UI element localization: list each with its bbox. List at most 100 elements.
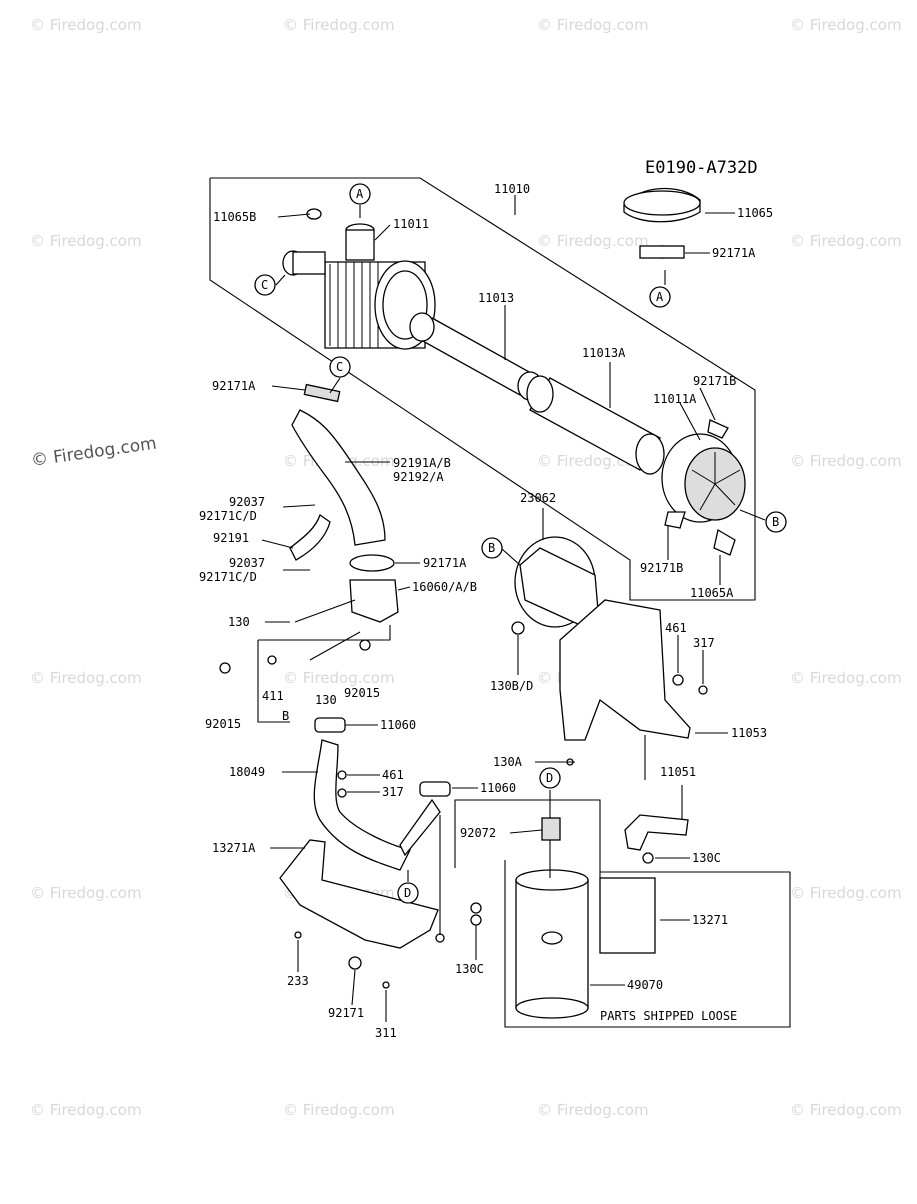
watermark: © Firedog.com [30,669,142,687]
part-label: 461 [382,768,404,782]
nut [382,981,390,989]
filter-element-safety [526,375,665,475]
part-label: 92171A [423,556,467,570]
part-label: 233 [287,974,309,988]
cover-panel [599,877,656,954]
part-label: 11060 [380,718,416,732]
callouts: A C C A B B D D [254,183,787,904]
gasket [314,717,346,733]
watermark: © Firedog.com [790,884,902,902]
part-label: 11065 [737,206,773,220]
part-label: 411 [262,689,284,703]
part-label: 92037 [229,556,265,570]
part-labels: 11010 11065B 11011 11065 92171A 11013 11… [199,182,773,1040]
part-label: 311 [375,1026,397,1040]
part-label: 11011A [653,392,697,406]
nut [359,639,371,651]
part-label: 317 [693,636,715,650]
watermark: © Firedog.com [790,232,902,250]
callout-letter: B [488,541,495,555]
part-label: 130 [228,615,250,629]
part-label: 11013 [478,291,514,305]
watermark: © Firedog.com [30,16,142,34]
loose-box [504,860,791,1028]
part-label: 11065A [690,586,734,600]
part-label: 92171B [693,374,736,388]
breather-hose [289,513,331,561]
part-label: 92015 [205,717,241,731]
part-label: 130B/D [490,679,533,693]
part-label: 11010 [494,182,530,196]
part-label: 11013A [582,346,626,360]
mounting-bracket [559,599,691,741]
muffler [515,817,589,1019]
rain-cap [623,187,701,259]
part-label: 317 [382,785,404,799]
part-label: 16060/A/B [412,580,477,594]
callout-letter: A [356,187,364,201]
intake-elbow [349,579,399,623]
part-label: 92072 [460,826,496,840]
bolt [294,931,302,939]
bolt-head [470,902,482,914]
watermark: © Firedog.com [283,669,395,687]
bolt [294,599,356,623]
part-label: 130C [455,962,484,976]
washer [267,655,277,665]
bracket-b [257,640,290,723]
nut [435,933,445,943]
callout-letter: C [336,360,343,374]
washer [672,674,684,686]
diagram-code: E0190-A732D [645,158,758,178]
part-label: 130A [493,755,523,769]
heat-guard [279,839,439,949]
hose-clamp-lower [349,554,395,572]
fan-shroud [514,536,599,628]
clamp [348,956,362,970]
bolt-head [470,914,482,926]
part-label: 18049 [229,765,265,779]
watermark: © Firedog.com [790,16,902,34]
part-label: 130C [692,851,721,865]
watermark: © Firedog.com [283,16,395,34]
gasket [419,781,451,797]
nut [337,788,347,798]
part-label: 11051 [660,765,696,779]
watermark: © Firedog.com [537,16,649,34]
box-note: PARTS SHIPPED LOOSE [600,1009,737,1023]
part-label: 92037 [229,495,265,509]
watermark: © Firedog.com [790,452,902,470]
watermark: © Firedog.com [283,1101,395,1119]
nut [698,685,708,695]
bolt [309,631,361,661]
watermark: © Firedog.com [30,232,142,250]
intake-hose [291,409,386,546]
watermark: © Firedog.com [537,232,649,250]
watermark: © Firedog.com [30,884,142,902]
part-label: 92171A [712,246,756,260]
part-label: 92191 [213,531,249,545]
part-label: 92171B [640,561,683,575]
part-label: 11011 [393,217,429,231]
exhaust-branch [399,798,441,857]
watermark: © Firedog.com [537,1101,649,1119]
watermark: © Firedog.com [30,1101,142,1119]
part-label: 13271A [212,841,256,855]
assembly-outline [209,177,756,601]
callout-letter: A [656,290,664,304]
callout-letter: D [404,886,411,900]
leader-lines [261,195,766,1022]
part-label: 92015 [344,686,380,700]
watermark: © Firedog.com [790,1101,902,1119]
part-label: 49070 [627,978,663,992]
loose-box-top [454,799,601,878]
washer [337,770,347,780]
bolt-head [511,621,525,635]
part-label: 92171C/D [199,509,257,523]
end-cover [661,419,746,556]
part-label: 92192/A [393,470,444,484]
part-label: 461 [665,621,687,635]
callout-letter: D [546,771,553,785]
watermark: © Firedog.com [790,669,902,687]
part-label: 92171 [328,1006,364,1020]
